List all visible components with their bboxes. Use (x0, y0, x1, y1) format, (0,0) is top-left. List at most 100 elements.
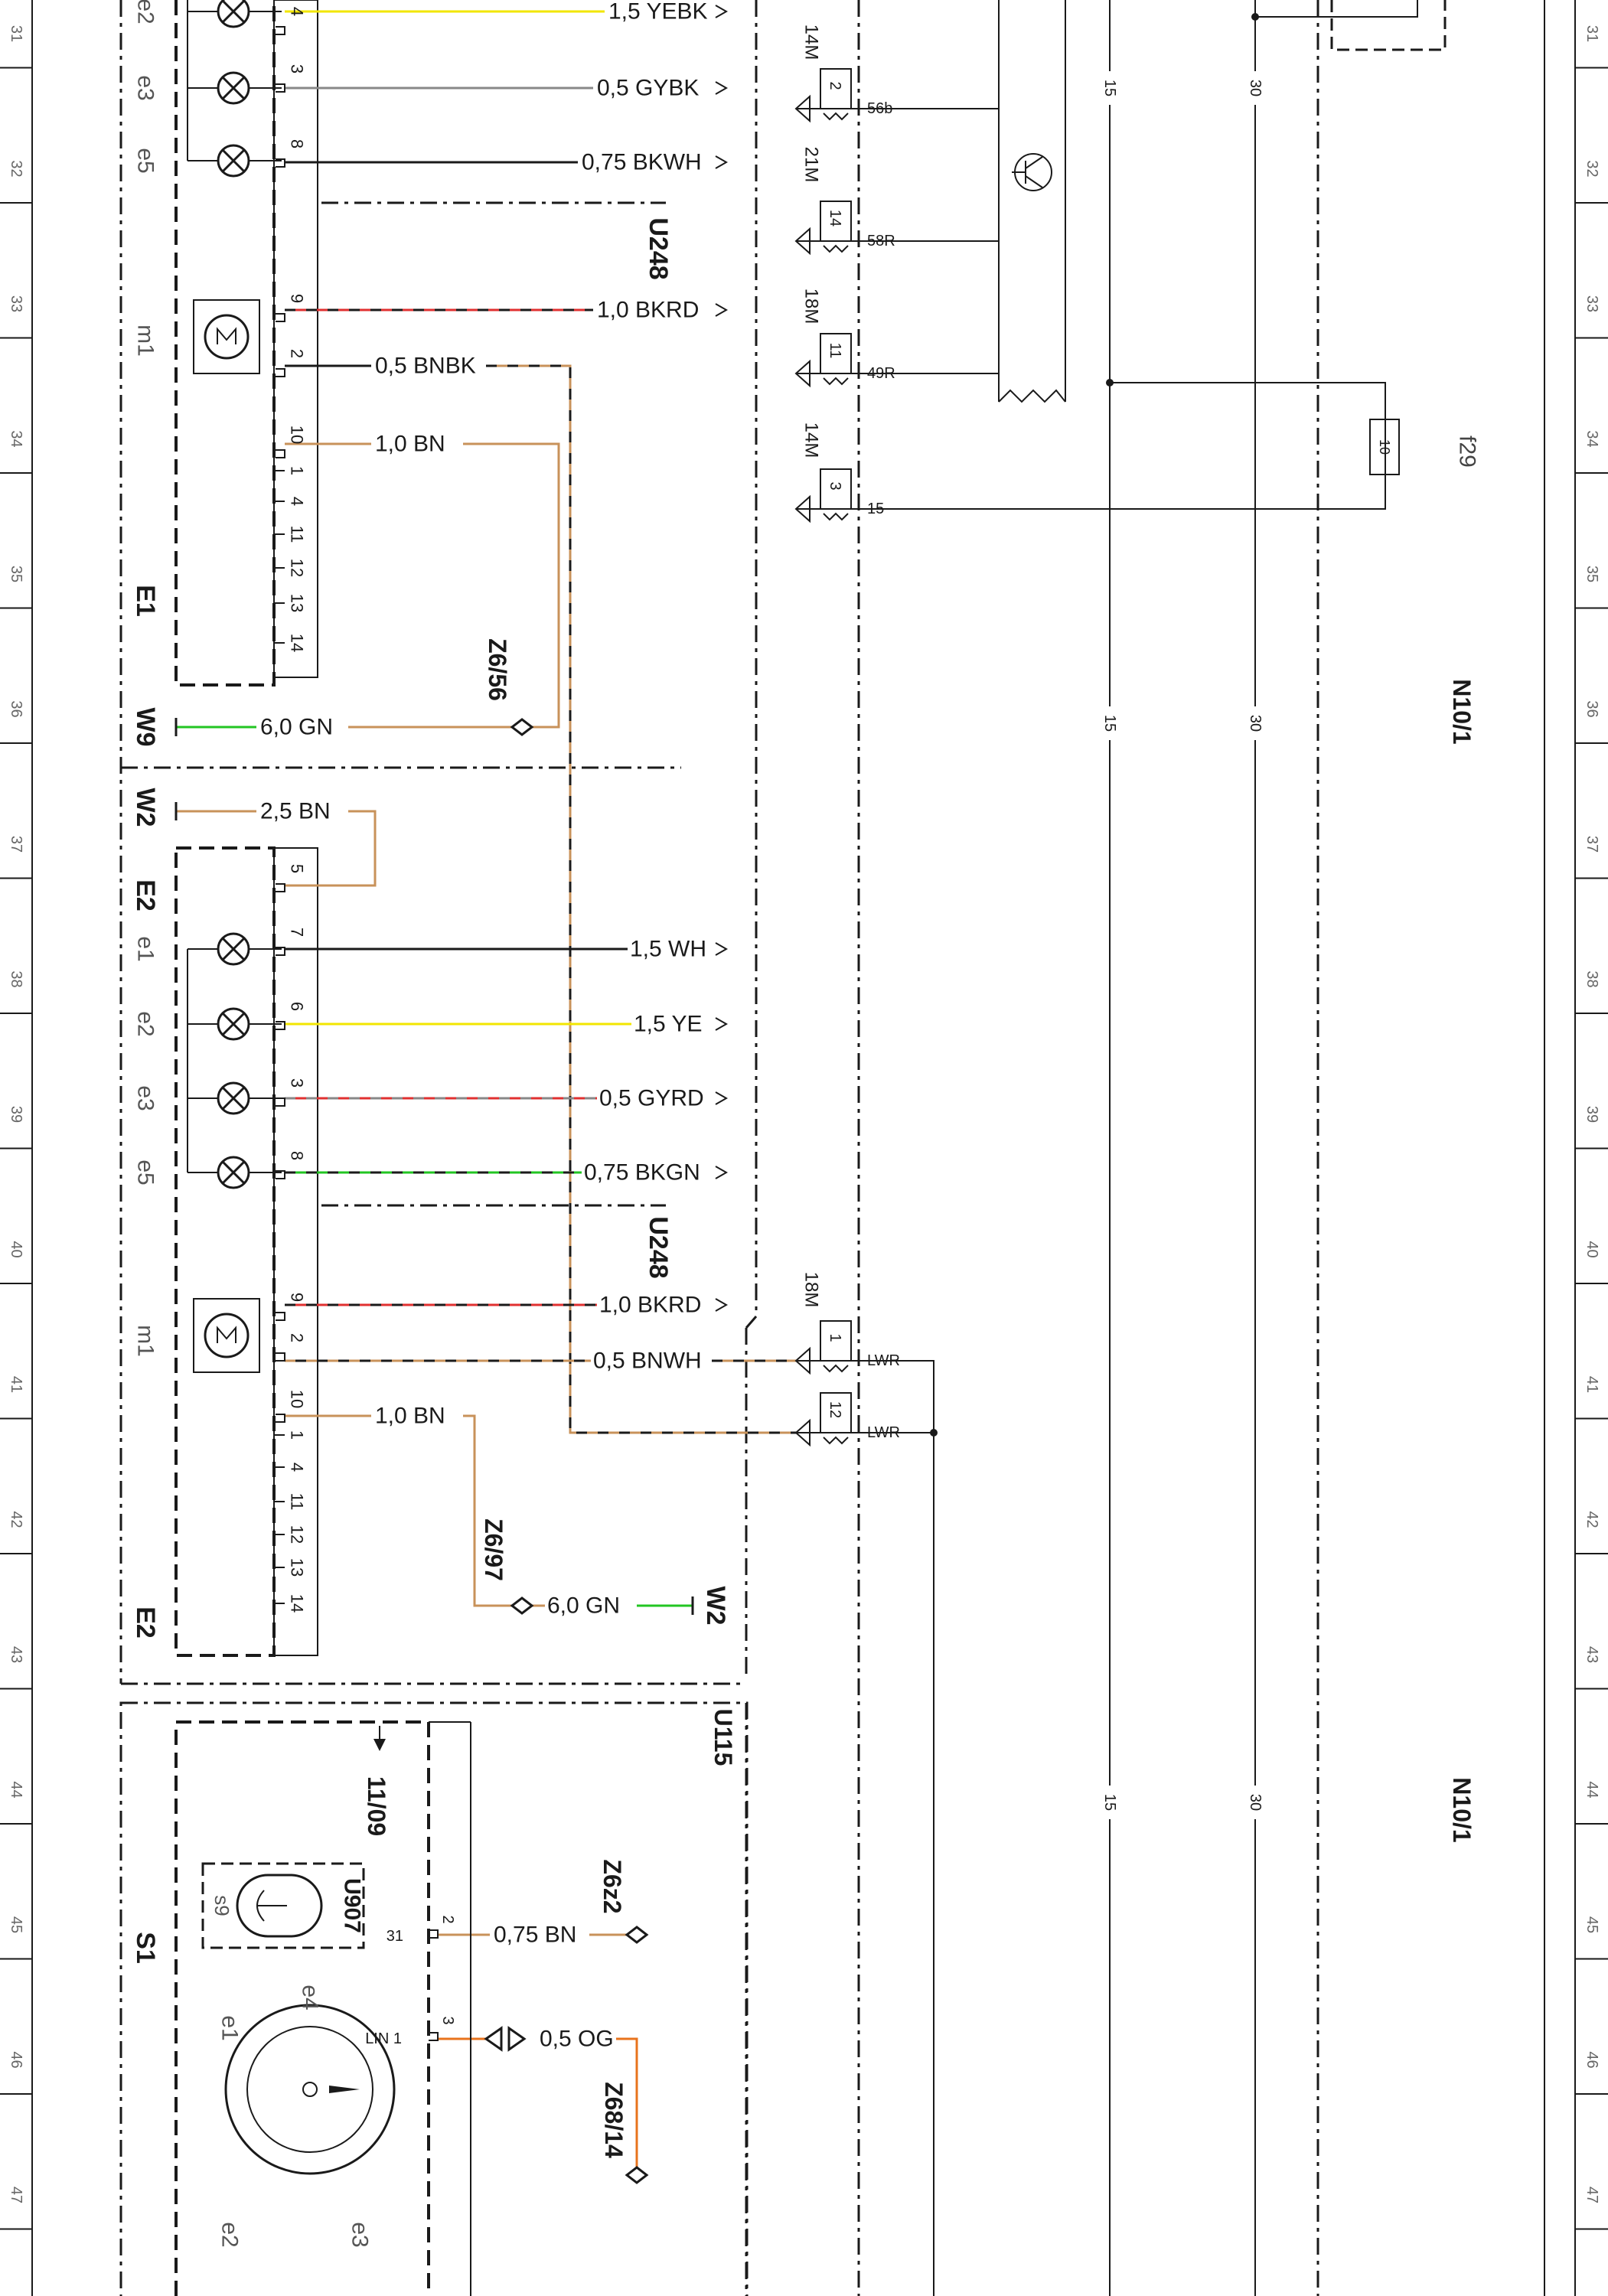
pin-number: 10 (288, 1390, 307, 1408)
rotary-pointer (329, 2086, 360, 2093)
headlamp-symbol (256, 1890, 287, 1922)
wire-label: 0,5 GYRD (599, 1086, 704, 1111)
connector-id: 18M (801, 1272, 822, 1308)
row-number-right: 35 (1584, 566, 1600, 582)
symbols (174, 0, 1400, 2296)
pin-number: 4 (288, 1463, 307, 1472)
wire-label: 1,0 BN (375, 1404, 445, 1429)
contact-number: 14 (827, 210, 843, 227)
row-number-right: 40 (1584, 1241, 1600, 1257)
wire-og (616, 2037, 638, 2175)
row-number-right: 43 (1584, 1646, 1600, 1663)
u115-label: U115 (709, 1709, 737, 1766)
lamp-label: e3 (133, 75, 158, 100)
e1-pin-strip (273, 0, 318, 678)
n10-pin-label: 58R (867, 233, 895, 249)
n10-label-b: N10/1 (1448, 1777, 1476, 1842)
bus-30-gap (1244, 1786, 1266, 1819)
wire-bnbk-stripe (486, 364, 796, 1434)
connector-id: 21M (801, 147, 822, 183)
row-number-left: 32 (8, 160, 24, 177)
row-number-right: 42 (1584, 1511, 1600, 1528)
row-number-right: 31 (1584, 25, 1600, 42)
pin-tab (276, 1414, 285, 1423)
pin-number: 2 (288, 1333, 307, 1342)
row-number-right: 32 (1584, 160, 1600, 177)
wire-end (715, 1166, 729, 1179)
e2-pin-strip (273, 847, 318, 1656)
pin-tab (429, 2032, 439, 2041)
pin-tab (276, 1312, 285, 1321)
transistor-emitter (1025, 175, 1043, 188)
lamp-icon (217, 0, 250, 28)
rotary-switch-inner (246, 2026, 373, 2153)
motor-icon-m (217, 1326, 236, 1343)
s1-sub-label: e3 (347, 2222, 373, 2247)
row-number-left: 33 (8, 295, 24, 312)
component-boxes (119, 0, 1447, 2296)
wire-end (715, 1091, 729, 1105)
row-number-left: 38 (8, 970, 24, 987)
pin-number: 1 (288, 466, 307, 475)
pin-number: 4 (288, 497, 307, 506)
n10-block-zigzag (998, 389, 1066, 403)
u115-box (119, 1701, 749, 2296)
splice-icon (510, 1596, 534, 1615)
wire-end (715, 155, 729, 169)
row-number-right: 41 (1584, 1376, 1600, 1393)
n10-pin-label: LWR (867, 1352, 900, 1369)
motor-label: m1 (133, 1325, 158, 1357)
row-number-left: 45 (8, 1916, 24, 1933)
pin-number: 3 (288, 64, 307, 73)
pin-number: 8 (288, 1151, 307, 1160)
fuse-label: f29 (1455, 435, 1480, 468)
e2-inner-box (174, 846, 276, 1657)
junction-dot (1251, 13, 1259, 21)
lamp-icon-x2 (221, 1086, 246, 1110)
wire-bn-25-b (285, 810, 377, 887)
fuse-loop (1318, 382, 1386, 510)
motor-icon-circle (204, 1313, 250, 1358)
block-label-e1: E1 (131, 585, 160, 617)
n10-pin-label: LWR (867, 1424, 900, 1441)
wire-label: 6,0 GN (260, 715, 333, 740)
row-number-left: 40 (8, 1241, 24, 1257)
lamp-label: e1 (133, 936, 158, 961)
block-label-e2: E2 (131, 879, 160, 912)
fuse-f29 (1369, 419, 1400, 475)
pin-number: 7 (288, 928, 307, 937)
splice-icon (625, 2166, 649, 2184)
contact-number: 11 (827, 343, 843, 359)
bus-30-gap (1244, 706, 1266, 740)
s9-box (201, 1862, 365, 1949)
bus-15-gap (1099, 71, 1120, 105)
lamp-icon-x2 (221, 937, 246, 961)
splice-label: Z68/14 (600, 2082, 628, 2158)
wire-end (715, 303, 729, 317)
lamp-label: e3 (133, 1085, 158, 1110)
w2-label-bottom: W2 (701, 1587, 730, 1626)
s1-ref: 11/09 (363, 1776, 390, 1836)
u907-label: U907 (340, 1878, 365, 1933)
lin-connector-icon (507, 2026, 527, 2052)
pin-tab (276, 158, 285, 168)
connector-housing (820, 1320, 852, 1362)
wire-label: 0,75 BN (494, 1923, 576, 1948)
motor-icon (193, 1298, 260, 1373)
pin-number: 13 (288, 1558, 307, 1577)
n10-top-box (1330, 0, 1447, 51)
pin-number: 3 (288, 1078, 307, 1088)
w9-label: W9 (131, 708, 160, 747)
pin-number: 10 (288, 426, 307, 444)
wire-label: 1,0 BN (375, 432, 445, 457)
motor-label: m1 (133, 325, 158, 357)
row-number-left: 34 (8, 430, 24, 447)
n10-top-inner (1318, 0, 1418, 18)
pin-number: 5 (288, 864, 307, 873)
connector-housing (820, 68, 852, 109)
wire-label: 1,0 BKRD (597, 298, 699, 323)
pin-tab (429, 1929, 439, 1939)
bus-15-label: 15 (1101, 1794, 1118, 1811)
contact-number: 2 (827, 81, 843, 90)
splice-icon (625, 1926, 649, 1944)
